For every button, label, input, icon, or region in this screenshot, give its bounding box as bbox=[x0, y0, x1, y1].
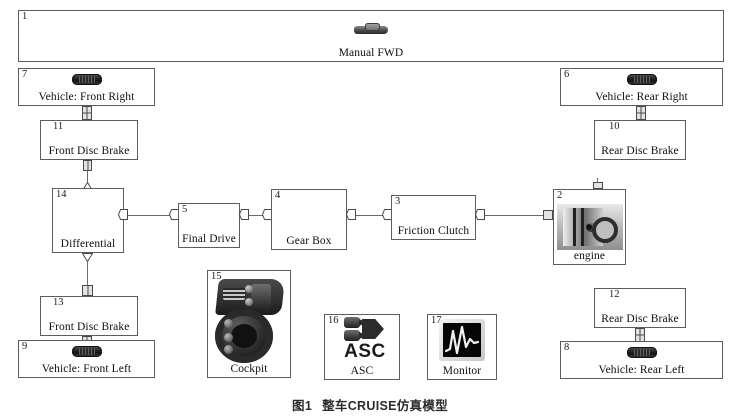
block-engine[interactable]: 2 engine bbox=[553, 189, 626, 265]
port-arrow-left-icon bbox=[118, 209, 128, 220]
differential-icon bbox=[55, 193, 121, 239]
block-label: Rear Disc Brake bbox=[601, 313, 679, 325]
block-number: 13 bbox=[53, 297, 64, 308]
block-asc[interactable]: 16 ASC ASC bbox=[324, 314, 400, 380]
tire-icon bbox=[626, 347, 657, 358]
block-number: 7 bbox=[22, 69, 28, 80]
block-number: 4 bbox=[275, 190, 281, 201]
block-label: Rear Disc Brake bbox=[601, 145, 679, 157]
final-drive-icon bbox=[187, 209, 231, 231]
tire-icon bbox=[71, 346, 102, 357]
waveform-icon bbox=[439, 319, 485, 361]
block-front-disc-brake-13[interactable]: 13 Front Disc Brake bbox=[40, 296, 138, 336]
block-label: Manual FWD bbox=[338, 47, 404, 59]
wire-differential-finaldrive bbox=[128, 215, 170, 216]
block-label: Cockpit bbox=[230, 363, 268, 375]
block-number: 2 bbox=[557, 190, 563, 201]
clutch-icon bbox=[420, 198, 448, 224]
wire-finaldrive-gearbox bbox=[249, 215, 263, 216]
wire-brake11-to-differential bbox=[87, 171, 88, 183]
block-vehicle-rear-left[interactable]: 8 Vehicle: Rear Left bbox=[560, 341, 723, 379]
engine-top-connector bbox=[593, 182, 603, 189]
mechanical-connector bbox=[82, 106, 92, 120]
mechanical-connector bbox=[83, 160, 92, 171]
block-final-drive[interactable]: 5 Final Drive bbox=[178, 203, 240, 248]
tire-icon bbox=[626, 74, 657, 85]
engine-output-connector bbox=[543, 210, 553, 220]
engine-icon bbox=[556, 204, 623, 250]
logic-gate-icon: ASC bbox=[342, 317, 388, 362]
gearbox-icon bbox=[281, 193, 337, 237]
block-friction-clutch[interactable]: 3 Friction Clutch bbox=[391, 195, 476, 240]
asc-glyph: ASC bbox=[344, 341, 386, 362]
block-gear-box[interactable]: 4 Gear Box bbox=[271, 189, 347, 250]
block-label: Vehicle: Rear Right bbox=[595, 91, 688, 103]
block-label: Front Disc Brake bbox=[48, 321, 130, 333]
block-label: Monitor bbox=[442, 365, 482, 377]
block-number: 1 bbox=[22, 11, 28, 22]
block-number: 6 bbox=[564, 69, 570, 80]
block-label: engine bbox=[573, 250, 606, 262]
port-arrow-left-icon bbox=[346, 209, 356, 220]
port-arrow-left-icon bbox=[475, 209, 485, 220]
block-number: 10 bbox=[609, 121, 620, 132]
block-number: 17 bbox=[431, 315, 442, 326]
block-front-disc-brake-11[interactable]: 11 Front Disc Brake bbox=[40, 120, 138, 160]
block-cockpit[interactable]: 15 Cockpit bbox=[207, 270, 291, 378]
tire-icon bbox=[71, 74, 102, 85]
block-label: Final Drive bbox=[182, 233, 236, 245]
block-rear-disc-brake-10[interactable]: 10 Rear Disc Brake bbox=[594, 120, 686, 160]
car-icon bbox=[354, 23, 388, 36]
mechanical-connector bbox=[635, 328, 645, 342]
wire-gearbox-clutch bbox=[356, 215, 383, 216]
figure-caption-text: 整车CRUISE仿真模型 bbox=[322, 399, 448, 413]
block-number: 5 bbox=[182, 204, 188, 215]
wire-differential-to-brake13 bbox=[87, 262, 88, 285]
block-label: Vehicle: Front Left bbox=[41, 363, 132, 375]
wire-engine-top bbox=[597, 178, 598, 183]
port-triangle-down-icon bbox=[82, 253, 93, 262]
block-number: 9 bbox=[22, 341, 28, 352]
block-vehicle-rear-right[interactable]: 6 Vehicle: Rear Right bbox=[560, 68, 723, 106]
block-differential[interactable]: 14 Differential bbox=[52, 188, 124, 253]
block-vehicle-front-right[interactable]: 7 Vehicle: Front Right bbox=[18, 68, 155, 106]
block-number: 15 bbox=[211, 271, 222, 282]
block-number: 11 bbox=[53, 121, 64, 132]
block-number: 3 bbox=[395, 196, 401, 207]
block-label: Front Disc Brake bbox=[48, 145, 130, 157]
block-rear-disc-brake-12[interactable]: 12 Rear Disc Brake bbox=[594, 288, 686, 328]
steering-wheel-icon bbox=[213, 279, 285, 365]
block-number: 14 bbox=[56, 189, 67, 200]
port-arrow-left-icon bbox=[239, 209, 249, 220]
figure-number: 图1 bbox=[292, 399, 313, 413]
block-number: 8 bbox=[564, 342, 570, 353]
mechanical-connector bbox=[82, 285, 93, 296]
block-label: Vehicle: Front Right bbox=[38, 91, 135, 103]
block-vehicle-front-left[interactable]: 9 Vehicle: Front Left bbox=[18, 340, 155, 378]
figure-caption: 图1 整车CRUISE仿真模型 bbox=[0, 395, 740, 414]
block-label: Differential bbox=[60, 238, 116, 250]
block-monitor[interactable]: 17 Monitor bbox=[427, 314, 497, 380]
block-label: Vehicle: Rear Left bbox=[598, 364, 685, 376]
mechanical-connector bbox=[636, 106, 646, 120]
block-label: ASC bbox=[350, 365, 374, 377]
block-label: Gear Box bbox=[286, 235, 332, 247]
wire-clutch-engine bbox=[485, 215, 543, 216]
block-number: 12 bbox=[609, 289, 620, 300]
block-manual-fwd[interactable]: 1 Manual FWD bbox=[18, 10, 724, 62]
block-number: 16 bbox=[328, 315, 339, 326]
block-label: Friction Clutch bbox=[397, 225, 470, 237]
